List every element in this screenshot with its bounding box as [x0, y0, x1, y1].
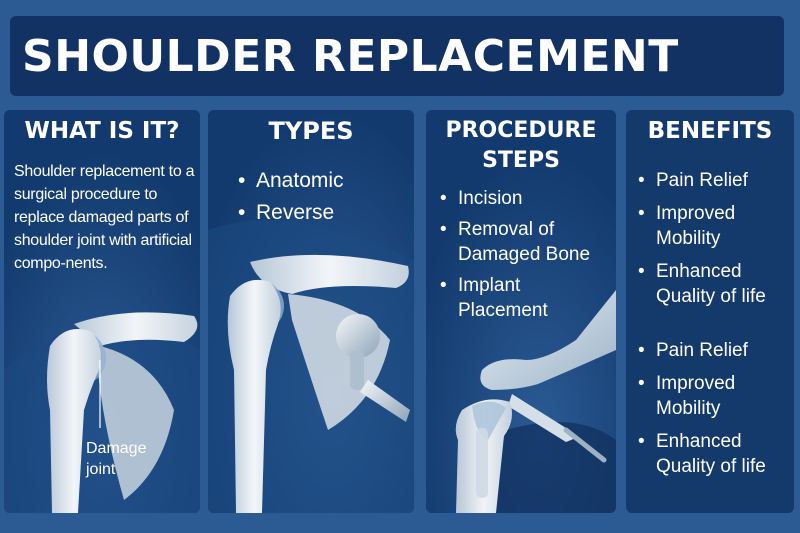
procedure-steps-list: Incision Removal of Damaged Bone Implant…	[440, 186, 615, 329]
panel-types: TYPES Anatomic Reverse	[208, 110, 414, 513]
list-item: Pain Relief	[638, 338, 793, 363]
list-item: Removal of Damaged Bone	[440, 217, 615, 267]
panel-procedure-steps: PROCEDURE STEPS Incision Removal of Dama…	[426, 110, 616, 513]
shoulder-joint-illustration	[4, 110, 200, 513]
title-bar: SHOULDER REPLACEMENT	[10, 16, 784, 96]
panel-heading: BENEFITS	[647, 118, 773, 144]
list-item: Pain Relief	[638, 168, 793, 193]
types-list: Anatomic Reverse	[238, 168, 344, 232]
panel-heading: WHAT IS IT?	[24, 118, 180, 144]
list-item: Improved Mobility	[638, 371, 793, 421]
panel-heading: TYPES	[268, 117, 354, 145]
panel-what-is-it: WHAT IS IT? Shoulder replacement to a su…	[4, 110, 200, 513]
list-item: Incision	[440, 186, 615, 211]
list-item: Enhanced Quality of life	[638, 259, 793, 309]
panel-heading: PROCEDURE STEPS	[445, 118, 597, 173]
page-title: SHOULDER REPLACEMENT	[22, 30, 679, 82]
benefits-list-1: Pain Relief Improved Mobility Enhanced Q…	[638, 168, 793, 317]
damage-joint-label: Damage joint	[86, 440, 147, 478]
panel-benefits: BENEFITS Pain Relief Improved Mobility E…	[626, 110, 794, 513]
list-item: Anatomic	[238, 168, 344, 194]
description-text: Shoulder replacement to a surgical proce…	[14, 163, 195, 272]
list-item: Reverse	[238, 200, 344, 226]
benefits-list-2: Pain Relief Improved Mobility Enhanced Q…	[638, 338, 793, 487]
list-item: Improved Mobility	[638, 201, 793, 251]
list-item: Enhanced Quality of life	[638, 429, 793, 479]
list-item: Implant Placement	[440, 273, 615, 323]
